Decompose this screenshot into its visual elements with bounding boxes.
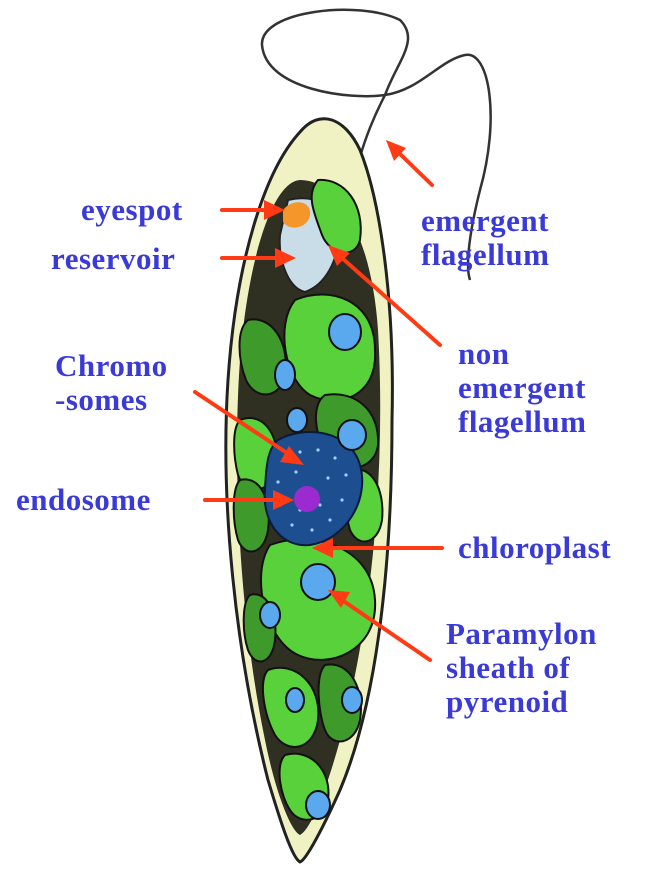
non-emergent-flagellum-line-1: non bbox=[458, 337, 587, 371]
chromosomes-line-1: Chromo bbox=[55, 349, 168, 383]
emergent-flagellum-line-1: emergent bbox=[421, 204, 550, 238]
chromosomes-line-2: -somes bbox=[55, 383, 168, 417]
emergent-flagellum-label: emergent flagellum bbox=[421, 204, 550, 272]
emergent-flagellum-line-2: flagellum bbox=[421, 238, 550, 272]
non-emergent-flagellum-line-2: emergent bbox=[458, 371, 587, 405]
eyespot-label: eyespot bbox=[81, 193, 183, 227]
paramylon-label: Paramylon sheath of pyrenoid bbox=[446, 617, 597, 719]
endosome-label: endosome bbox=[16, 483, 151, 517]
endosome bbox=[294, 486, 320, 512]
reservoir-label: reservoir bbox=[51, 242, 175, 276]
chromosomes-label: Chromo -somes bbox=[55, 349, 168, 417]
non-emergent-flagellum-label: non emergent flagellum bbox=[458, 337, 587, 439]
chloroplast-label: chloroplast bbox=[458, 531, 611, 565]
paramylon-line-1: Paramylon bbox=[446, 617, 597, 651]
non-emergent-flagellum-line-3: flagellum bbox=[458, 405, 587, 439]
paramylon-line-2: sheath of bbox=[446, 651, 597, 685]
paramylon-line-3: pyrenoid bbox=[446, 685, 597, 719]
